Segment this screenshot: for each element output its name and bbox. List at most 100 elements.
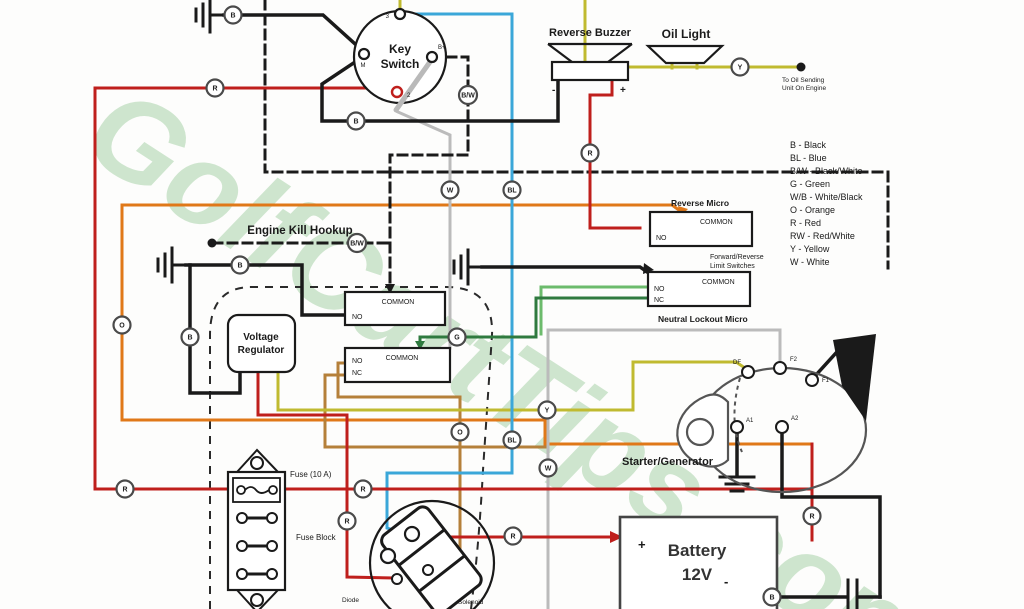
engine-kill-label: Engine Kill Hookup — [247, 225, 352, 237]
buzzer-horn — [547, 42, 633, 63]
svg-text:R: R — [809, 514, 814, 521]
svg-text:O: O — [119, 323, 125, 330]
micro1-no: NO — [352, 314, 363, 321]
legend-item-bw: B/W - Black/White — [790, 166, 863, 176]
solenoid-terminal-4 — [391, 573, 403, 585]
buzzer-minus: - — [552, 85, 555, 96]
diode-label: Diode — [342, 597, 359, 604]
svg-text:B: B — [187, 335, 192, 342]
key-terminal-bottom — [390, 85, 404, 99]
dashed-enclosure — [209, 286, 494, 609]
solenoid-label: Solenoid — [458, 599, 484, 606]
wire-red-main — [93, 86, 814, 491]
tag-o2: O — [450, 422, 470, 442]
reverse-micro-no: NO — [656, 235, 667, 242]
oil-light-lamp — [645, 44, 725, 65]
key-switch-label-2: Switch — [381, 57, 420, 71]
svg-text:R: R — [587, 151, 592, 158]
voltage-regulator: Voltage Regulator — [226, 313, 297, 374]
terminal-df-label: DF — [733, 360, 741, 366]
terminal-f1-label: F1 — [822, 378, 830, 384]
key-terminal-left-label: M — [361, 63, 366, 69]
wire-tags: B R B B/W W BL R B B/W O B G Y O BL R R … — [112, 5, 822, 607]
tag-bw1: B/W — [457, 84, 479, 106]
tag-y2: Y — [730, 57, 750, 77]
fuse-block-bottom-hole — [250, 593, 264, 607]
wire-black-bus — [320, 53, 560, 123]
micro1-box — [343, 290, 447, 327]
battery-plus-label: + — [638, 537, 646, 552]
voltage-regulator-label-2: Regulator — [238, 345, 285, 356]
svg-text:B: B — [769, 595, 774, 602]
tag-bl1: BL — [502, 180, 522, 200]
svg-text:B: B — [353, 119, 358, 126]
micro2-box — [343, 346, 452, 384]
legend-item-g: G - Green — [790, 179, 830, 189]
legend-item-y: Y - Yellow — [790, 244, 830, 254]
oil-sender-dot — [796, 62, 806, 72]
pedal-wedge — [833, 334, 876, 421]
arrow-into-micro2 — [415, 341, 425, 350]
wire-black-ground-key — [222, 13, 367, 55]
fuse-links — [236, 512, 278, 580]
tag-r4: R — [353, 479, 373, 499]
fuse-block-label: Fuse Block — [296, 533, 337, 542]
tag-r3: R — [115, 479, 135, 499]
limit-switches-nc: NC — [654, 297, 664, 304]
tag-b5: B — [762, 587, 782, 607]
svg-text:O: O — [457, 430, 463, 437]
limit-switches-label-1: Forward/Reverse — [710, 254, 764, 261]
tag-bl2: BL — [502, 430, 522, 450]
svg-text:B/W: B/W — [461, 93, 475, 100]
key-terminal-left — [357, 47, 371, 61]
solenoid-outline — [368, 499, 496, 609]
wire-red-regulator — [256, 370, 395, 580]
battery-label-1: Battery — [668, 541, 727, 560]
svg-text:R: R — [510, 534, 515, 541]
svg-text:G: G — [454, 335, 460, 342]
fuse-label: Fuse (10 A) — [290, 470, 332, 479]
wire-orange-vertical — [120, 203, 814, 446]
solenoid-terminal-1 — [403, 525, 421, 543]
reverse-micro-box — [648, 210, 754, 248]
fuse-block — [226, 448, 287, 609]
tag-w2: W — [538, 458, 558, 478]
starter-generator-label: Starter/Generator — [622, 456, 714, 468]
terminal-df — [741, 365, 755, 379]
tag-r6: R — [503, 526, 523, 546]
reverse-micro-common: COMMON — [700, 219, 733, 226]
reverse-micro: Reverse Micro NO COMMON — [648, 198, 754, 248]
arrow-into-micro1 — [385, 284, 395, 294]
svg-text:W: W — [447, 188, 454, 195]
tag-y1: Y — [537, 400, 557, 420]
oil-light: Oil Light To Oil Sending Unit On Engine — [645, 27, 826, 92]
terminal-f1 — [805, 373, 819, 387]
tag-o1: O — [112, 315, 132, 335]
svg-text:W: W — [545, 466, 552, 473]
key-switch: Key Switch 3 M 2 B+ — [352, 7, 448, 113]
micro2-common: COMMON — [386, 355, 419, 362]
tag-w1: W — [440, 180, 460, 200]
voltage-regulator-box — [226, 313, 297, 374]
svg-text:BL: BL — [507, 438, 517, 445]
svg-text:R: R — [122, 487, 127, 494]
solenoid-terminal-2 — [379, 547, 397, 565]
wire-bw-long-dashed — [263, 0, 890, 270]
solenoid-terminal-3 — [422, 564, 434, 576]
legend-item-b: B - Black — [790, 140, 827, 150]
terminal-a2-label: A2 — [791, 416, 799, 422]
battery-label-2: 12V — [682, 565, 713, 584]
wire-yellow-regulator-df — [276, 360, 751, 412]
tag-r2: R — [580, 143, 600, 163]
micro2-nc: NC — [352, 370, 362, 377]
key-terminal-right — [425, 50, 439, 64]
arrow-into-limit-common — [643, 263, 654, 274]
fuse-block-top-hole — [250, 456, 264, 470]
terminal-f2 — [773, 361, 787, 375]
engine-kill-end-dot — [207, 238, 217, 248]
wire-green-dark — [418, 296, 650, 349]
key-lever — [393, 56, 435, 113]
svg-text:B: B — [230, 13, 235, 20]
key-terminal-bottom-label: 2 — [407, 93, 411, 99]
